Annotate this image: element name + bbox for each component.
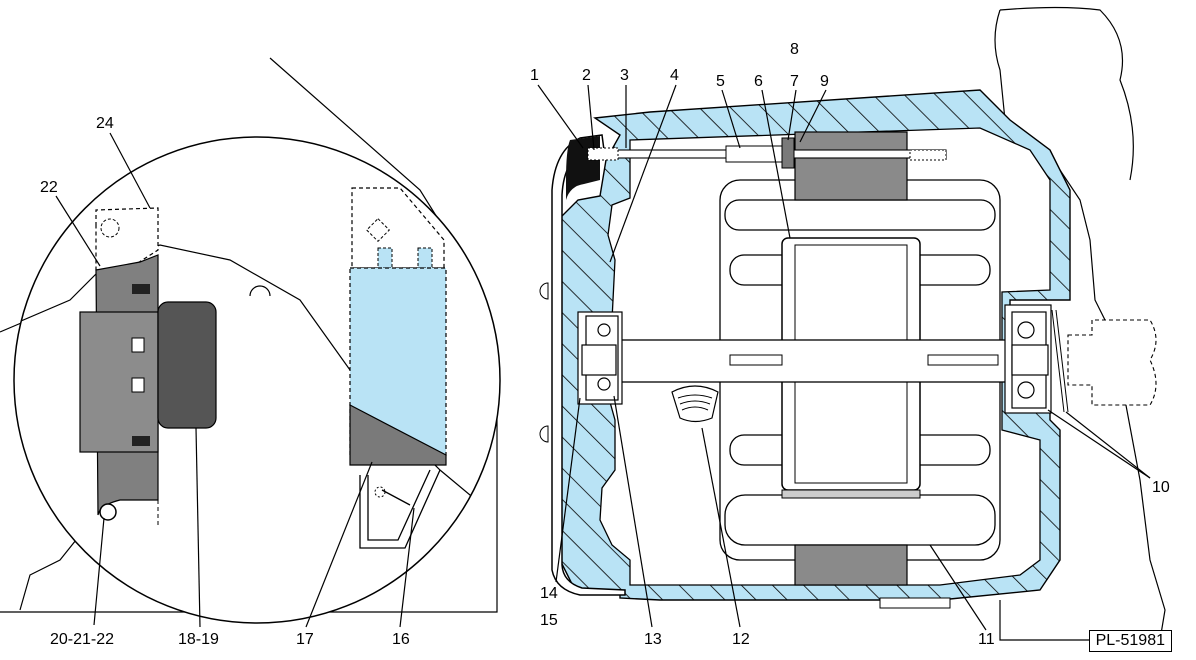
callout-11: 11 (978, 631, 995, 648)
motor-section-view (537, 6, 1166, 641)
stator-lamination-bottom (794, 544, 908, 586)
callout-13: 13 (644, 631, 662, 648)
shaft-keyway-right (927, 354, 999, 366)
spade-terminal-top (131, 337, 145, 353)
oil-cup-threads (677, 394, 713, 411)
stator-lamination-top (794, 131, 908, 201)
right-bearing (1004, 304, 1069, 414)
capacitor-lug-left (377, 247, 393, 269)
callout-15: 15 (540, 612, 558, 629)
bolt-thread-left (587, 147, 619, 161)
callout-20-21-22: 20-21-22 (50, 631, 114, 648)
callout-8: 8 (790, 41, 799, 58)
spring-clip (359, 469, 441, 549)
mount-wall-top-edge (999, 6, 1134, 181)
callout-3: 3 (620, 67, 629, 84)
dashed-diamond-slot (365, 217, 391, 243)
dashed-bracket-top (95, 207, 159, 273)
callout-6: 6 (754, 73, 763, 90)
callout-9: 9 (820, 73, 829, 90)
clip-dashed-pin (374, 486, 386, 498)
right-leaders (537, 84, 1151, 631)
terminal-clip-top (132, 284, 150, 294)
winding-bottom-1 (724, 494, 996, 546)
cover-screw-top (539, 282, 549, 300)
callout-12: 12 (732, 631, 750, 648)
bolt-washer (781, 137, 795, 169)
winding-top-1 (724, 199, 996, 231)
callout-24: 24 (96, 115, 114, 132)
cover-screw-bottom (539, 425, 549, 443)
bolt-thread-right (909, 149, 947, 161)
capacitor-bracket-assembly (79, 207, 217, 525)
shaft-keyway (729, 354, 783, 366)
capacitor-lug-right (417, 247, 433, 269)
callout-labels: 1 2 3 4 5 6 7 8 9 10 11 12 13 14 15 16 1… (40, 41, 1170, 648)
callout-16: 16 (392, 631, 410, 648)
callout-18-19: 18-19 (178, 631, 219, 648)
callout-2: 2 (582, 67, 591, 84)
rotor-base-strip (781, 489, 921, 499)
left-detail-view (0, 57, 501, 628)
left-leaders (55, 132, 415, 628)
left-bearing (577, 311, 623, 405)
callout-1: 1 (530, 67, 539, 84)
screw-hole (99, 503, 117, 521)
callout-4: 4 (670, 67, 679, 84)
rivet-bump (249, 285, 271, 297)
reference-code-label: PL-51981 (1088, 630, 1172, 652)
callout-14: 14 (540, 585, 558, 602)
capacitor-body (157, 301, 217, 429)
oil-cup (671, 385, 719, 423)
coupling-dashed (1067, 319, 1157, 406)
capacitor-bracket-base (349, 404, 447, 466)
terminal-clip-bottom (132, 436, 150, 446)
callout-7: 7 (790, 73, 799, 90)
spade-terminal-bottom (131, 377, 145, 393)
start-capacitor-assembly (349, 187, 447, 549)
callout-5: 5 (716, 73, 725, 90)
callout-10: 10 (1152, 479, 1170, 496)
base-foot (879, 597, 951, 609)
casing-bottom-stub (19, 534, 81, 611)
gasket-black (566, 136, 600, 200)
callout-22: 22 (40, 179, 58, 196)
dashed-hole (100, 218, 120, 238)
callout-17: 17 (296, 631, 314, 648)
terminal-block-frame (79, 311, 159, 453)
